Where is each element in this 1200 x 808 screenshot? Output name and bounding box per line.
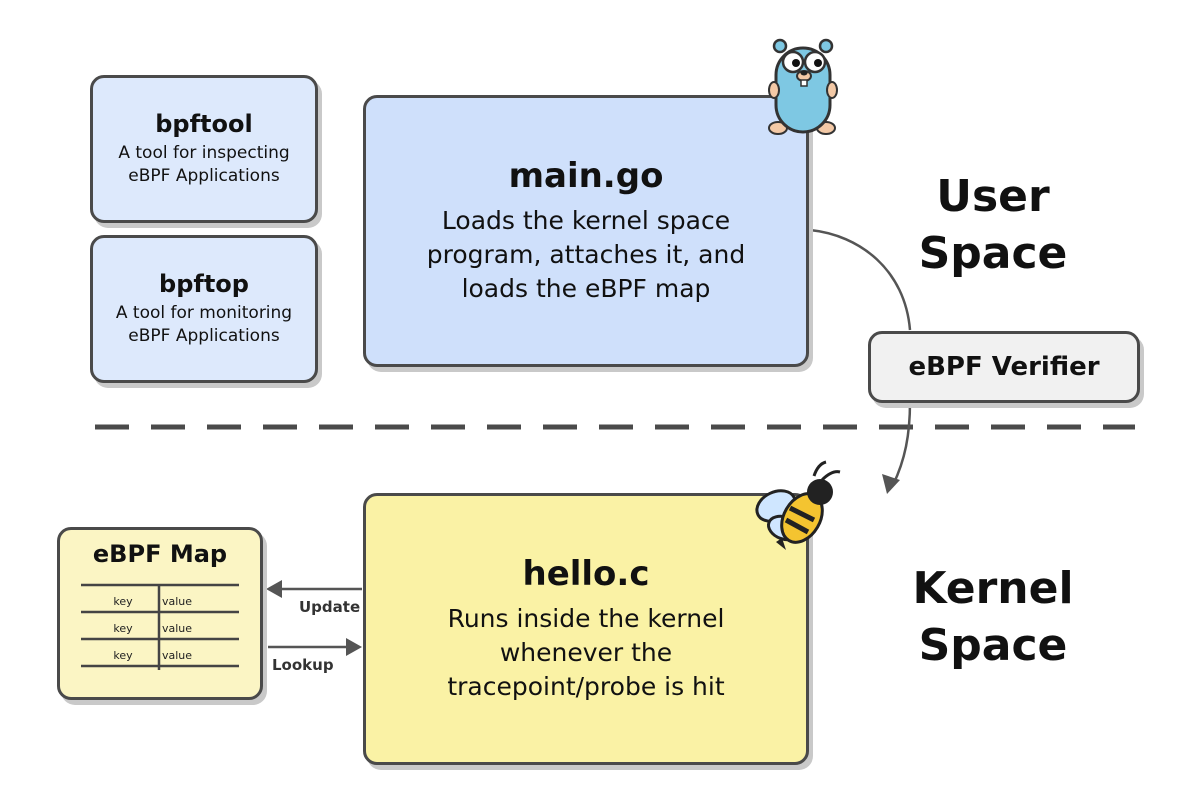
main-go-title: main.go bbox=[508, 156, 664, 197]
main-go-desc-2: program, attaches it, and bbox=[426, 240, 746, 270]
user-space-label: User Space bbox=[893, 168, 1093, 282]
ebpf-map-row-1: key value bbox=[84, 595, 234, 608]
bpftool-desc-1: A tool for inspecting bbox=[118, 143, 290, 164]
bpftool-desc-2: eBPF Applications bbox=[128, 166, 280, 186]
hello-c-desc-2: whenever the bbox=[499, 638, 673, 668]
kernel-space-label: Kernel Space bbox=[893, 560, 1093, 674]
load-arrow-upper bbox=[809, 228, 912, 331]
hello-c-title: hello.c bbox=[522, 554, 650, 595]
bpftool-box: bpftool A tool for inspecting eBPF Appli… bbox=[90, 75, 318, 223]
ebpf-map-row-2: key value bbox=[84, 622, 234, 635]
ebpf-verifier-label: eBPF Verifier bbox=[908, 352, 1100, 382]
lookup-arrowhead bbox=[346, 638, 362, 656]
ebpf-map-title: eBPF Map bbox=[92, 540, 228, 568]
user-space-line-1: User bbox=[936, 171, 1050, 222]
bpftool-title: bpftool bbox=[155, 110, 253, 139]
hello-c-box: hello.c Runs inside the kernel whenever … bbox=[363, 493, 809, 765]
ebpf-map-grid bbox=[81, 583, 239, 670]
main-go-desc-3: loads the eBPF map bbox=[461, 273, 711, 303]
bpftop-desc-1: A tool for monitoring bbox=[115, 303, 293, 324]
update-label: Update bbox=[299, 598, 361, 616]
go-gopher-mascot-icon bbox=[768, 38, 838, 135]
hello-c-desc-1: Runs inside the kernel bbox=[447, 604, 725, 634]
update-arrowhead bbox=[266, 580, 282, 598]
load-arrowhead bbox=[882, 474, 900, 494]
ebpf-map-row-3: key value bbox=[84, 649, 234, 662]
bpftop-title: bpftop bbox=[159, 270, 249, 299]
hello-c-desc-3: tracepoint/probe is hit bbox=[447, 671, 725, 701]
bpftop-desc-2: eBPF Applications bbox=[128, 326, 280, 346]
main-go-desc-1: Loads the kernel space bbox=[441, 206, 731, 236]
main-go-box: main.go Loads the kernel space program, … bbox=[363, 95, 809, 367]
lookup-label: Lookup bbox=[272, 656, 334, 674]
bpftop-box: bpftop A tool for monitoring eBPF Applic… bbox=[90, 235, 318, 383]
map-key: key bbox=[113, 622, 133, 635]
kernel-space-line-2: Space bbox=[918, 620, 1068, 672]
map-key: key bbox=[113, 649, 133, 662]
user-space-line-2: Space bbox=[918, 228, 1068, 280]
map-value: value bbox=[162, 649, 193, 662]
ebpf-bee-icon bbox=[755, 460, 841, 550]
kernel-space-line-1: Kernel bbox=[912, 563, 1074, 614]
map-value: value bbox=[162, 595, 193, 608]
ebpf-map-box: eBPF Map key value key value key value bbox=[57, 527, 263, 700]
load-arrow-lower bbox=[891, 401, 912, 486]
map-key: key bbox=[113, 595, 133, 608]
ebpf-verifier-box: eBPF Verifier bbox=[868, 331, 1140, 403]
map-value: value bbox=[162, 622, 193, 635]
